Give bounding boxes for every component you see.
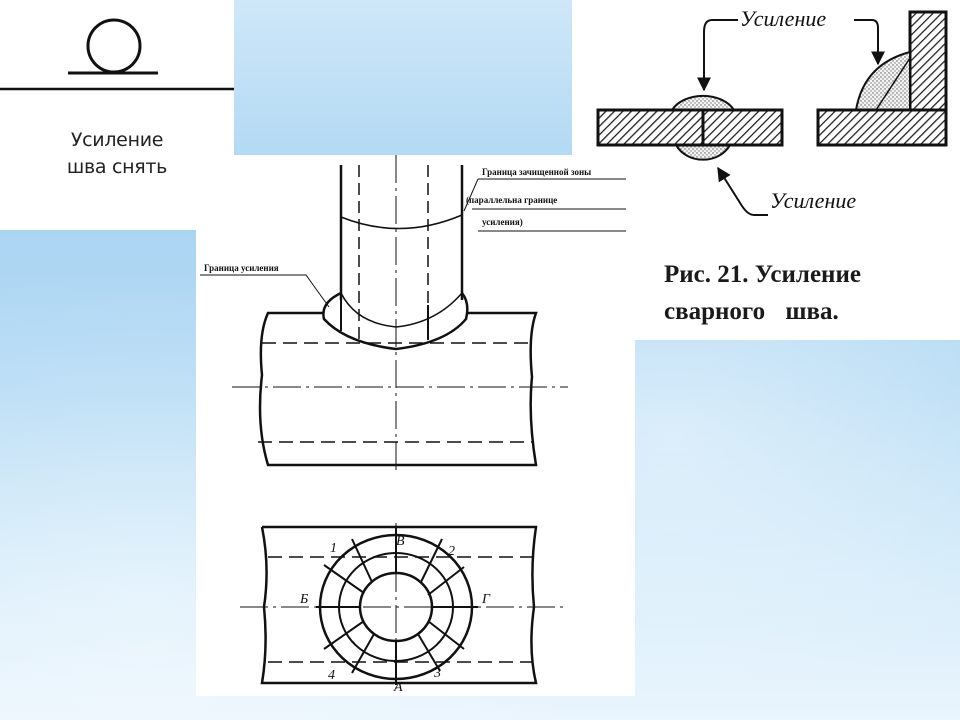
figure21-caption-line2: сварного шва.: [664, 298, 839, 325]
leader-reinforcement-boundary: [200, 274, 330, 308]
tee-vertical-plate: [908, 10, 948, 112]
label-clean-zone: Граница зачищенной зоны: [482, 167, 591, 177]
weld-inner-boundary: [340, 292, 463, 328]
weld-reinforcement-outline: [322, 291, 469, 351]
symbol-caption-line1: Усиление: [70, 129, 164, 151]
label-parallel-line1: (параллельна границе: [466, 195, 557, 205]
point-label-v: В: [396, 534, 405, 549]
main-pipe-outline: [258, 311, 538, 467]
leader-clean-zone-diag: [463, 178, 479, 212]
figure21-graphic: Усиление Усиление: [596, 6, 948, 216]
label-bottom-leader: [717, 166, 768, 216]
butt-weld-top-reinforcement: [670, 94, 736, 111]
label-parallel-line2: усиления): [482, 217, 523, 227]
weld-symbol-graphic: [0, 18, 234, 91]
figure21-panel: Усиление Усиление Рис. 21. Усиление свар…: [572, 0, 960, 340]
point-label-a: А: [393, 680, 403, 695]
point-label-3: 3: [433, 666, 441, 681]
plan-pipe-outline: [260, 525, 538, 685]
point-label-b: Б: [299, 592, 308, 607]
pipe-weld-drawing: Граница зачищенной зоны (параллельна гра…: [200, 155, 626, 695]
weld-symbol-panel: Усиление шва снять: [0, 0, 234, 230]
removal-circle-symbol: [86, 18, 142, 74]
label-reinforcement-top: Усиление: [740, 6, 826, 31]
fillet-weld-reinforcement: [854, 50, 911, 111]
clean-zone-arc-upper: [340, 214, 463, 230]
tee-horizontal-plate: [816, 108, 948, 147]
point-label-2: 2: [448, 544, 455, 559]
butt-plate-left: [596, 108, 705, 147]
point-label-1: 1: [330, 541, 337, 556]
label-top-leader-right: [854, 19, 885, 66]
butt-plate-right: [701, 108, 784, 147]
label-top-leader-left: [697, 19, 738, 92]
figure21-caption-line1: Рис. 21. Усиление: [664, 261, 861, 288]
point-label-g: Г: [481, 592, 491, 607]
label-reinforcement-bottom: Усиление: [770, 188, 856, 213]
butt-weld-bottom-reinforcement: [674, 144, 732, 161]
figure21-caption: Рис. 21. Усиление сварного шва.: [664, 256, 954, 330]
label-reinforcement-boundary: Граница усиления: [204, 263, 279, 273]
pipe-weld-drawing-panel: Граница зачищенной зоны (параллельна гра…: [196, 155, 635, 696]
radial-lines: [316, 527, 478, 685]
point-label-4: 4: [328, 668, 335, 683]
symbol-caption-line2: шва снять: [66, 156, 168, 178]
